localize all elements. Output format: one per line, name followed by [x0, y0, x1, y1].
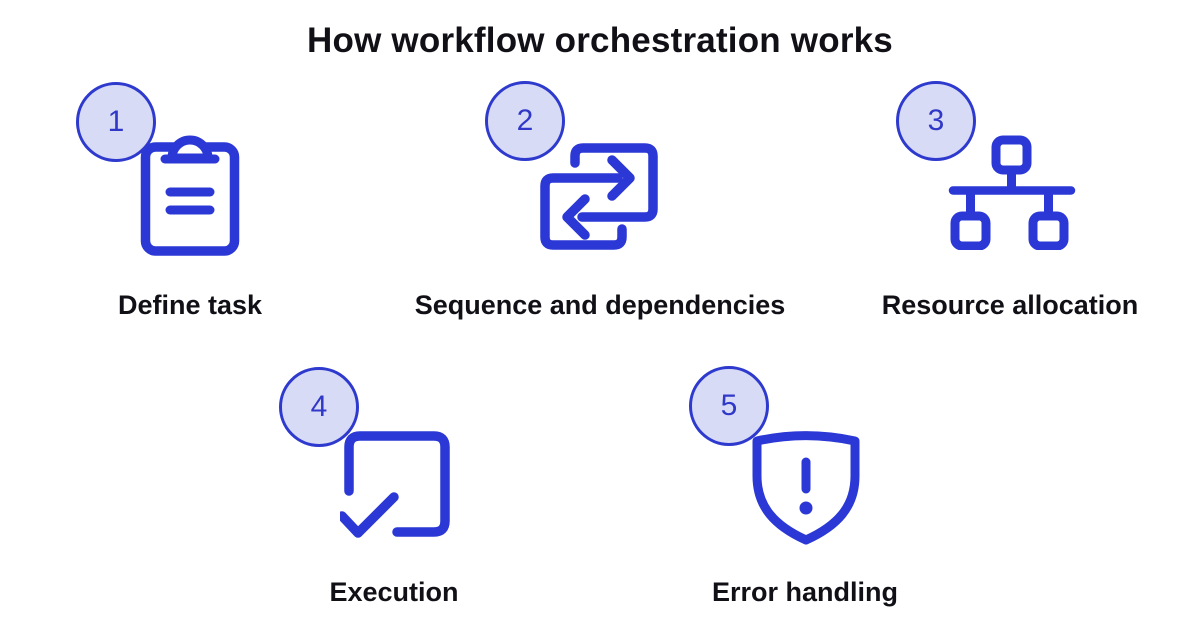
step-label: Resource allocation — [881, 290, 1139, 320]
step-label: Sequence and dependencies — [414, 290, 786, 320]
network-hierarchy-icon — [948, 135, 1076, 250]
step-number: 4 — [310, 390, 328, 423]
page-title: How workflow orchestration works — [307, 21, 893, 60]
step-number-badge: 1 — [76, 82, 156, 162]
step-label: Execution — [329, 577, 459, 607]
checkbox-check-icon — [340, 431, 450, 538]
step-number: 3 — [927, 104, 945, 137]
shield-alert-icon — [752, 431, 860, 545]
step-label: Error handling — [711, 577, 899, 607]
step-number-badge: 4 — [279, 367, 359, 447]
repeat-arrows-icon — [540, 143, 658, 250]
step-number: 2 — [516, 104, 534, 137]
step-number: 1 — [107, 105, 125, 138]
step-number-badge: 3 — [896, 81, 976, 161]
clipboard-icon — [140, 135, 240, 256]
exclamation-dot — [799, 501, 813, 515]
step-number-badge: 5 — [689, 366, 769, 446]
step-number-badge: 2 — [485, 81, 565, 161]
step-number: 5 — [720, 389, 738, 422]
step-label: Define task — [117, 290, 263, 320]
